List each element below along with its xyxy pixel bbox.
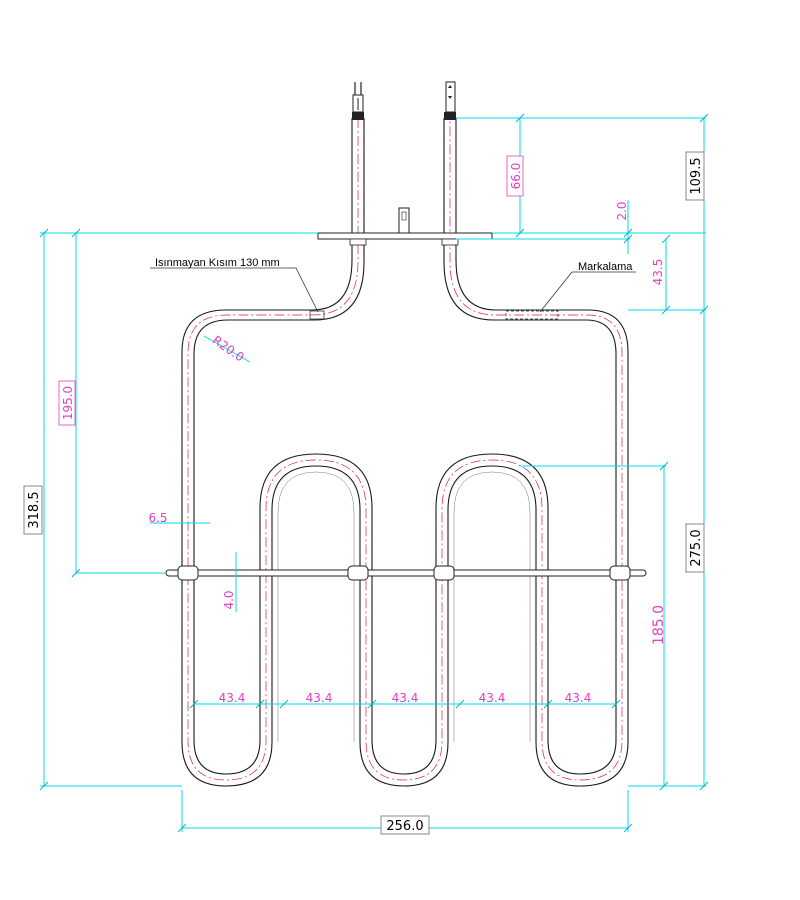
extension-lines <box>40 117 706 832</box>
unheated-marker <box>309 310 325 320</box>
mounting-flange <box>317 207 493 246</box>
dim-bar-label: 4.0 <box>222 590 236 609</box>
dim-left: 195.0 <box>58 380 76 426</box>
dim-total-height: 318.5 <box>23 485 43 535</box>
heating-tube <box>181 118 629 787</box>
dim-pitch-4: 43.4 <box>479 691 506 705</box>
dim-bend-label: 43.5 <box>651 259 665 286</box>
dim-upper-label: 66.0 <box>509 163 523 190</box>
dim-total-width: 256.0 <box>380 815 430 835</box>
dim-right-height-label: 275.0 <box>689 529 704 566</box>
dim-loop-label: 185.0 <box>651 605 667 645</box>
dim-pitch-2: 43.4 <box>306 691 333 705</box>
dim-radius-label: R20.0 <box>210 333 247 365</box>
dim-pitch-1: 43.4 <box>219 691 246 705</box>
dim-pitch-5: 43.4 <box>565 691 592 705</box>
support-crossbar <box>165 565 647 581</box>
dim-upper: 66.0 <box>506 155 524 197</box>
leaders <box>150 267 636 363</box>
loop-hatch <box>277 471 531 742</box>
dim-right-height: 275.0 <box>685 523 705 573</box>
dim-left-label: 195.0 <box>61 386 75 420</box>
dim-pitch-3: 43.4 <box>392 691 419 705</box>
dim-terminal: 109.5 <box>685 151 705 201</box>
terminal-right <box>444 81 456 120</box>
dim-total-width-label: 256.0 <box>386 819 423 834</box>
dim-terminal-label: 109.5 <box>689 157 704 194</box>
dimension-lines <box>39 113 709 833</box>
tube-inner-outline <box>193 118 617 775</box>
terminal-left <box>352 82 364 120</box>
dim-total-height-label: 318.5 <box>27 491 42 528</box>
marking-note: Markalama <box>578 261 633 273</box>
dim-gap-label: 2.0 <box>615 201 629 220</box>
tube-centerline <box>187 118 623 781</box>
unheated-note: Isınmayan Kısım 130 mm <box>155 257 280 269</box>
dim-offset-label: 6.5 <box>148 511 167 525</box>
marking-area <box>505 310 559 320</box>
tube-outer-outline <box>181 118 629 787</box>
